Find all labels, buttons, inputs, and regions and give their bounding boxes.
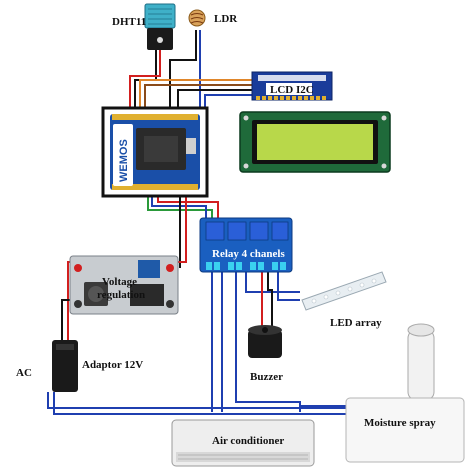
- wire-lcd-orange: [139, 79, 255, 108]
- voltage-regulator-board: [69, 255, 179, 315]
- ac-label: AC: [16, 367, 32, 379]
- wire-lcd-blue: [204, 94, 255, 108]
- wire-ldr-black: [169, 30, 197, 108]
- wire-wemos-red2: [157, 196, 219, 222]
- moisture-spray: [345, 323, 465, 463]
- wire-lcd-black: [177, 89, 255, 108]
- relay-label: Relay 4 chanels: [212, 248, 285, 260]
- dht11-label: DHT11: [112, 16, 146, 28]
- wire-relay-blue-4: [245, 268, 300, 293]
- wemos-board: [101, 106, 209, 198]
- wire-wemos-red-down: [176, 196, 187, 263]
- wire-adaptor-black: [61, 299, 72, 345]
- led-array-label: LED array: [330, 317, 382, 329]
- led-array: [301, 271, 387, 311]
- dht11-sensor: [144, 3, 176, 50]
- wire-lcd-brown: [144, 84, 255, 108]
- moisture-spray-label: Moisture spray: [364, 417, 436, 429]
- wire-dht11-red: [129, 50, 161, 108]
- buzzer: [248, 325, 282, 358]
- wemos-logo: [113, 124, 133, 186]
- lcd-i2c-module: [251, 71, 333, 101]
- lcd-display: [239, 111, 391, 173]
- lcd-i2c-label: LCD I2C: [270, 84, 314, 96]
- relay-4-channel-board: [199, 217, 293, 273]
- adaptor-12v: [52, 340, 78, 392]
- air-conditioner-label: Air conditioner: [212, 435, 284, 447]
- ldr-label: LDR: [214, 13, 238, 25]
- voltage-regulation-label-line2: regulation: [97, 289, 145, 301]
- adaptor-label: Adaptor 12V: [82, 359, 143, 371]
- voltage-regulation-label-line1: Voltage: [102, 276, 137, 288]
- ldr-sensor: [188, 9, 206, 27]
- wemos-label: WEMOS: [118, 139, 130, 182]
- air-conditioner: [171, 419, 315, 467]
- buzzer-label: Buzzer: [250, 371, 283, 383]
- wire-relay-blue-led: [277, 268, 300, 301]
- wire-relay-black-buzzer: [267, 268, 273, 330]
